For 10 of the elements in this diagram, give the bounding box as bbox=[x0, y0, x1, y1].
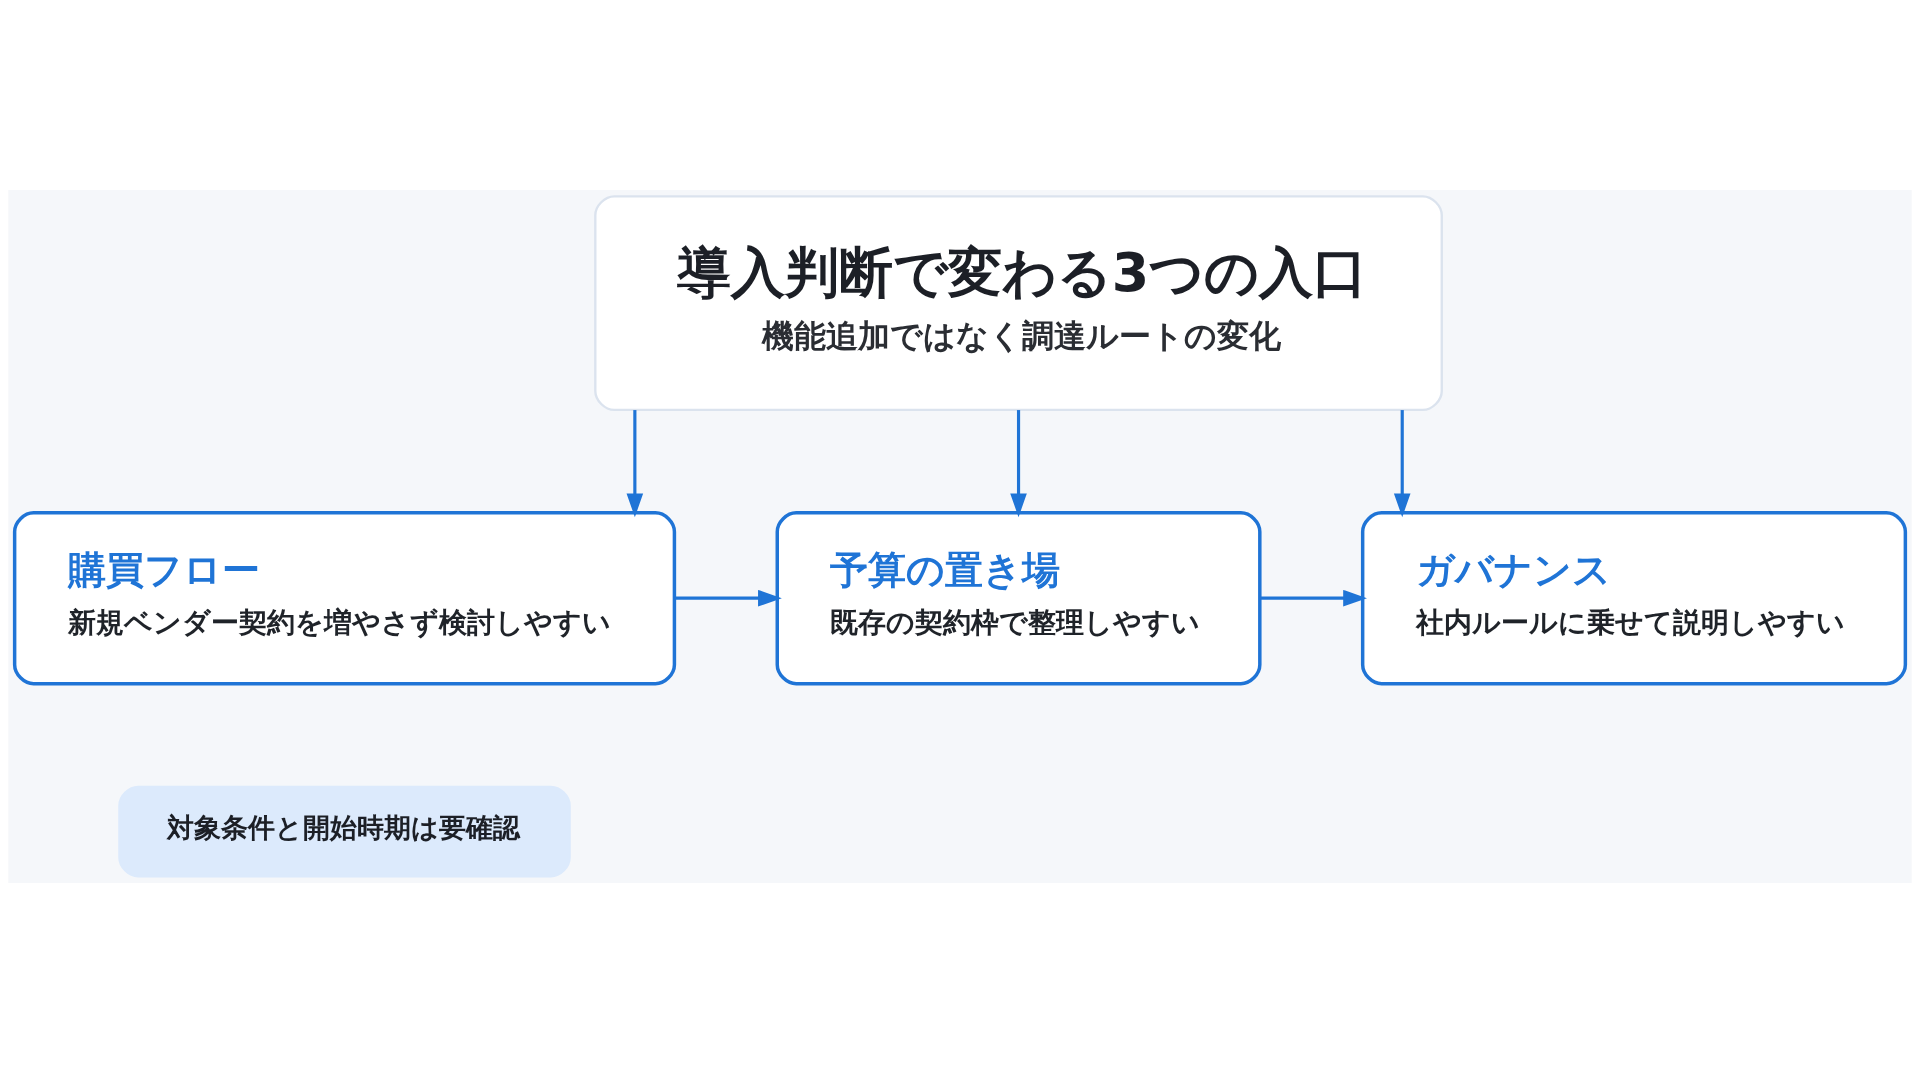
node-box: 予算の置き場 既存の契約枠で整理しやすい bbox=[775, 510, 1262, 685]
arrow bbox=[674, 589, 782, 607]
node-box: 購買フロー 新規ベンダー契約を増やさず検討しやすい bbox=[12, 510, 677, 685]
arrow bbox=[1010, 409, 1027, 517]
node-box: 導入判断で変わる3つの入口 機能追加ではなく調達ルートの変化 bbox=[594, 194, 1443, 411]
arrow bbox=[1393, 409, 1411, 517]
arrow bbox=[1260, 589, 1367, 607]
arrow bbox=[626, 409, 644, 517]
node-box: ガバナンス 社内ルールに乗せて説明しやすい bbox=[1360, 510, 1908, 685]
node-box: 対象条件と開始時期は要確認 bbox=[118, 785, 571, 877]
